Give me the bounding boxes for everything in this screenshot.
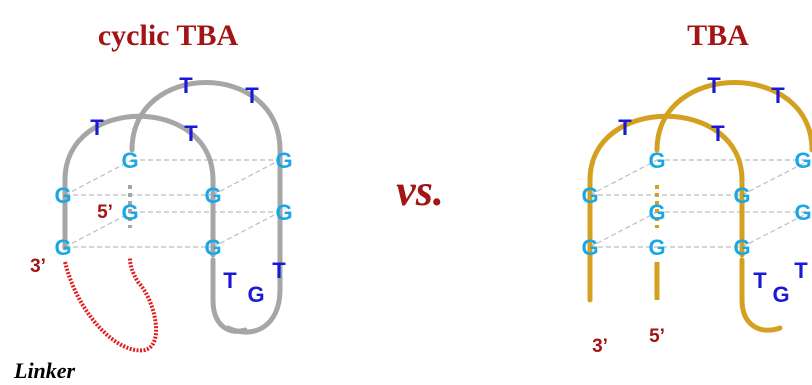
thymine-label: T (707, 73, 721, 98)
guanine-label: G (54, 235, 71, 260)
guanine-label: G (794, 200, 811, 225)
guanine-label: G (733, 235, 750, 260)
thymine-label: T (771, 83, 785, 108)
thymine-label: T (711, 121, 725, 146)
vs-label: vs. (396, 166, 444, 215)
right-bottom-loop (739, 257, 783, 333)
linker-label: Linker (13, 358, 76, 383)
thymine-label: T (794, 258, 808, 283)
three-prime-label: 3’ (30, 256, 46, 277)
guanine-label: G (581, 235, 598, 260)
three-prime-label: 3’ (592, 336, 608, 357)
right-back-loop (654, 80, 812, 153)
guanine-label: G (581, 183, 598, 208)
guanine-label: G (54, 183, 71, 208)
guanine-label: G (204, 235, 221, 260)
guanine-label: G (275, 148, 292, 173)
guanine-label: G (733, 183, 750, 208)
right-quadruplex-cube (589, 159, 811, 248)
thymine-label: T (618, 115, 632, 140)
guanine-label: G (121, 148, 138, 173)
thymine-label: T (245, 83, 259, 108)
guanine-label: G (275, 200, 292, 225)
left-back-loop (129, 80, 283, 335)
tba-structure: T T T T G G G G G G G G G T T G 3’ 5’ (581, 73, 812, 357)
left-quadruplex-cube (64, 159, 281, 248)
tba-title: TBA (687, 19, 749, 52)
thymine-label: T (90, 115, 104, 140)
guanine-label: G (247, 282, 264, 307)
guanine-label: G (204, 183, 221, 208)
guanine-label: G (772, 282, 789, 307)
left-bottom-loop (210, 257, 248, 334)
linker-strand (63, 257, 159, 353)
thymine-label: T (753, 268, 767, 293)
cyclic-tba-structure: T T T T G G G G G G G G T T G 5’ 3’ (30, 73, 293, 353)
guanine-label: G (121, 200, 138, 225)
guanine-label: G (794, 148, 811, 173)
cyclic-tba-title: cyclic TBA (98, 19, 239, 52)
guanine-label: G (648, 200, 665, 225)
thymine-label: T (223, 268, 237, 293)
guanine-label: G (648, 235, 665, 260)
five-prime-label: 5’ (97, 202, 113, 223)
guanine-label: G (648, 148, 665, 173)
thymine-label: T (184, 121, 198, 146)
five-prime-label: 5’ (649, 326, 665, 347)
thymine-label: T (179, 73, 193, 98)
thymine-label: T (272, 258, 286, 283)
